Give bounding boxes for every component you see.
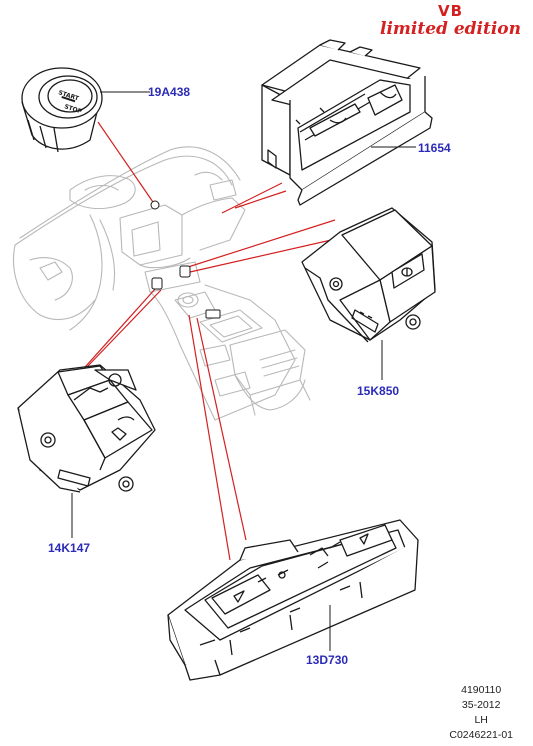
callout-14K147[interactable]: 14K147 bbox=[48, 541, 91, 555]
park-brake-icon bbox=[401, 267, 413, 277]
callout-19A438[interactable]: 19A438 bbox=[148, 85, 191, 99]
callout-11654[interactable]: 11654 bbox=[418, 141, 451, 155]
footer-ref-number: 4190110 bbox=[461, 684, 502, 696]
upper-switch-pack-part bbox=[261, 39, 433, 206]
console-switch-pack-part bbox=[167, 519, 419, 681]
callout-15K850[interactable]: 15K850 bbox=[357, 384, 400, 398]
footer-date-code: 35-2012 bbox=[461, 699, 501, 711]
brand-vb: VB bbox=[437, 2, 464, 20]
dashboard-markers bbox=[150, 200, 221, 319]
reference-footer: 4190110 35-2012 LH C0246221-01 bbox=[449, 683, 513, 743]
brand-stamp: VB limited edition bbox=[380, 4, 521, 38]
brand-edition: limited edition bbox=[379, 19, 521, 39]
footer-side: LH bbox=[474, 714, 488, 726]
start-stop-button-part: START STOP bbox=[21, 67, 103, 153]
right-switch-part bbox=[301, 207, 436, 343]
footer-illustration-id: C0246221-01 bbox=[449, 729, 513, 741]
left-switch-part bbox=[17, 364, 156, 493]
callout-13D730[interactable]: 13D730 bbox=[306, 653, 349, 667]
leader-lines bbox=[59, 121, 341, 561]
hill-descent-icon bbox=[73, 387, 109, 401]
